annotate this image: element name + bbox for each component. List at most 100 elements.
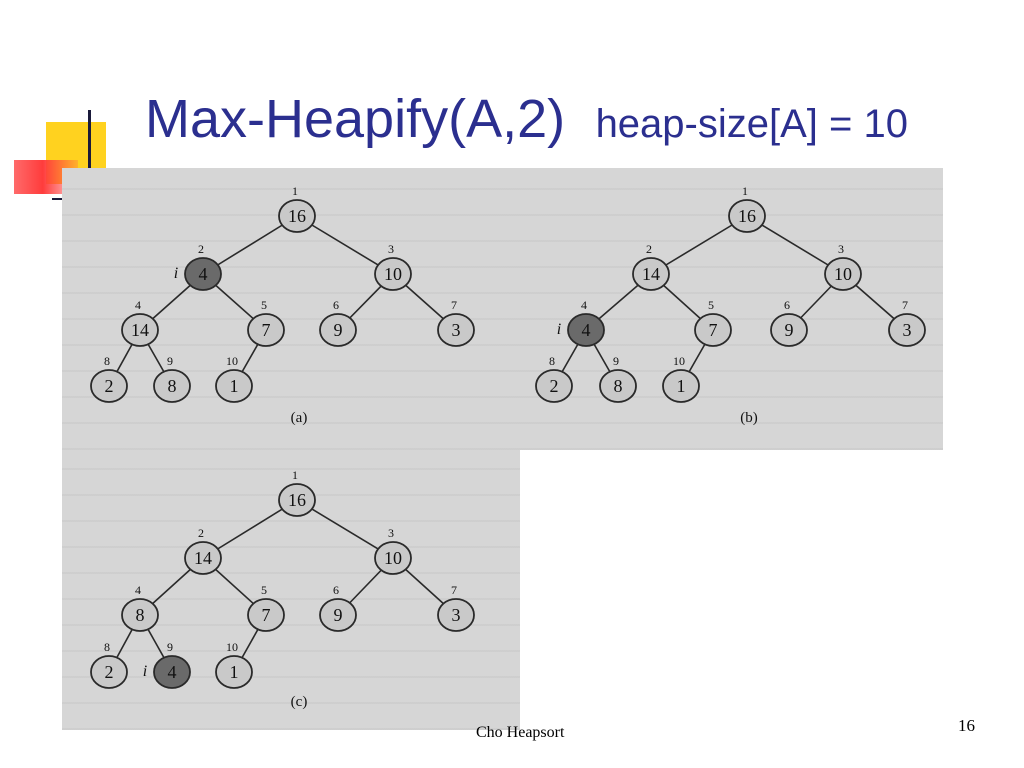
heap-node-value: 1 (677, 376, 686, 396)
heap-node-value: 7 (709, 320, 718, 340)
heap-node-value: 4 (582, 320, 591, 340)
heap-node (278, 199, 316, 233)
figure-caption: (c) (291, 694, 308, 710)
heap-node-index: 3 (388, 242, 394, 256)
heap-node-value: 1 (230, 662, 239, 682)
slide-title: Max-Heapify(A,2) heap-size[A] = 10 (145, 88, 908, 150)
heap-node (184, 257, 222, 291)
heap-node-index: 9 (167, 354, 173, 368)
heap-node (319, 598, 357, 632)
heap-node-value: 2 (105, 662, 114, 682)
heap-node-value: 16 (288, 490, 306, 510)
title-subtitle: heap-size[A] = 10 (595, 102, 908, 146)
heap-node-value: 10 (384, 264, 402, 284)
heap-node-index: 8 (104, 354, 110, 368)
heap-node-index: 1 (292, 468, 298, 482)
heap-node-value: 4 (168, 662, 177, 682)
heap-node (90, 369, 128, 403)
heap-node-value: 16 (288, 206, 306, 226)
heap-node (632, 257, 670, 291)
heap-node-index: 10 (673, 354, 685, 368)
heap-node-index: 2 (198, 242, 204, 256)
heap-node-value: 2 (105, 376, 114, 396)
heap-node-index: 8 (104, 640, 110, 654)
heap-node (215, 655, 253, 689)
heap-node-index: 10 (226, 354, 238, 368)
heap-node-value: 4 (199, 264, 208, 284)
heap-node-index: 4 (135, 583, 141, 597)
heap-node (90, 655, 128, 689)
heap-node-value: 8 (136, 605, 145, 625)
heap-node (662, 369, 700, 403)
heap-node-value: 1 (230, 376, 239, 396)
heap-node (694, 313, 732, 347)
heap-node-index: 10 (226, 640, 238, 654)
heap-node-value: 9 (334, 605, 343, 625)
heap-node-value: 3 (452, 320, 461, 340)
title-main: Max-Heapify(A,2) (145, 89, 566, 149)
heap-node-index: 5 (708, 298, 714, 312)
heap-node-index: 6 (784, 298, 790, 312)
heap-node-index: 2 (198, 526, 204, 540)
pointer-label-i: i (174, 265, 178, 282)
heap-node-index: 9 (613, 354, 619, 368)
heap-node-value: 8 (168, 376, 177, 396)
heap-node-value: 9 (785, 320, 794, 340)
heap-node-index: 5 (261, 583, 267, 597)
figure-caption: (b) (740, 410, 758, 426)
heap-node (888, 313, 926, 347)
heap-node-value: 3 (903, 320, 912, 340)
heap-node (374, 541, 412, 575)
heap-node-value: 7 (262, 320, 271, 340)
tree-edge (296, 215, 394, 275)
heap-node (153, 655, 191, 689)
pointer-label-i: i (143, 663, 147, 680)
heap-node-index: 7 (451, 298, 457, 312)
slide-footer: Cho Heapsort (476, 724, 565, 741)
heap-node-index: 8 (549, 354, 555, 368)
heap-node (153, 369, 191, 403)
heap-node (728, 199, 766, 233)
heap-node (215, 369, 253, 403)
heap-node-index: 9 (167, 640, 173, 654)
heap-node-index: 4 (135, 298, 141, 312)
heap-node (535, 369, 573, 403)
heap-node-value: 3 (452, 605, 461, 625)
heap-node (278, 483, 316, 517)
heap-node (437, 598, 475, 632)
heap-node-index: 1 (292, 184, 298, 198)
tree-edge (296, 499, 394, 559)
heap-node-value: 14 (131, 320, 149, 340)
tree-edge (202, 499, 298, 559)
heap-node-index: 1 (742, 184, 748, 198)
heap-node-index: 6 (333, 298, 339, 312)
decor-vertical-line (88, 110, 91, 206)
heap-node (121, 598, 159, 632)
heap-node-index: 7 (902, 298, 908, 312)
page-number: 16 (958, 716, 975, 735)
heap-node-value: 8 (614, 376, 623, 396)
heap-node (599, 369, 637, 403)
heap-node-index: 5 (261, 298, 267, 312)
heap-node (184, 541, 222, 575)
heap-node (437, 313, 475, 347)
heap-node-value: 7 (262, 605, 271, 625)
heap-node-value: 16 (738, 206, 756, 226)
tree-edge (202, 215, 298, 275)
heap-node-index: 3 (838, 242, 844, 256)
heap-node (567, 313, 605, 347)
pointer-label-i: i (557, 321, 561, 338)
figure-caption: (a) (291, 410, 308, 426)
heap-node-value: 10 (384, 548, 402, 568)
heap-node (824, 257, 862, 291)
tree-edge (746, 215, 844, 275)
heap-node (374, 257, 412, 291)
heap-node (770, 313, 808, 347)
heap-node-index: 3 (388, 526, 394, 540)
heap-node-value: 14 (194, 548, 212, 568)
